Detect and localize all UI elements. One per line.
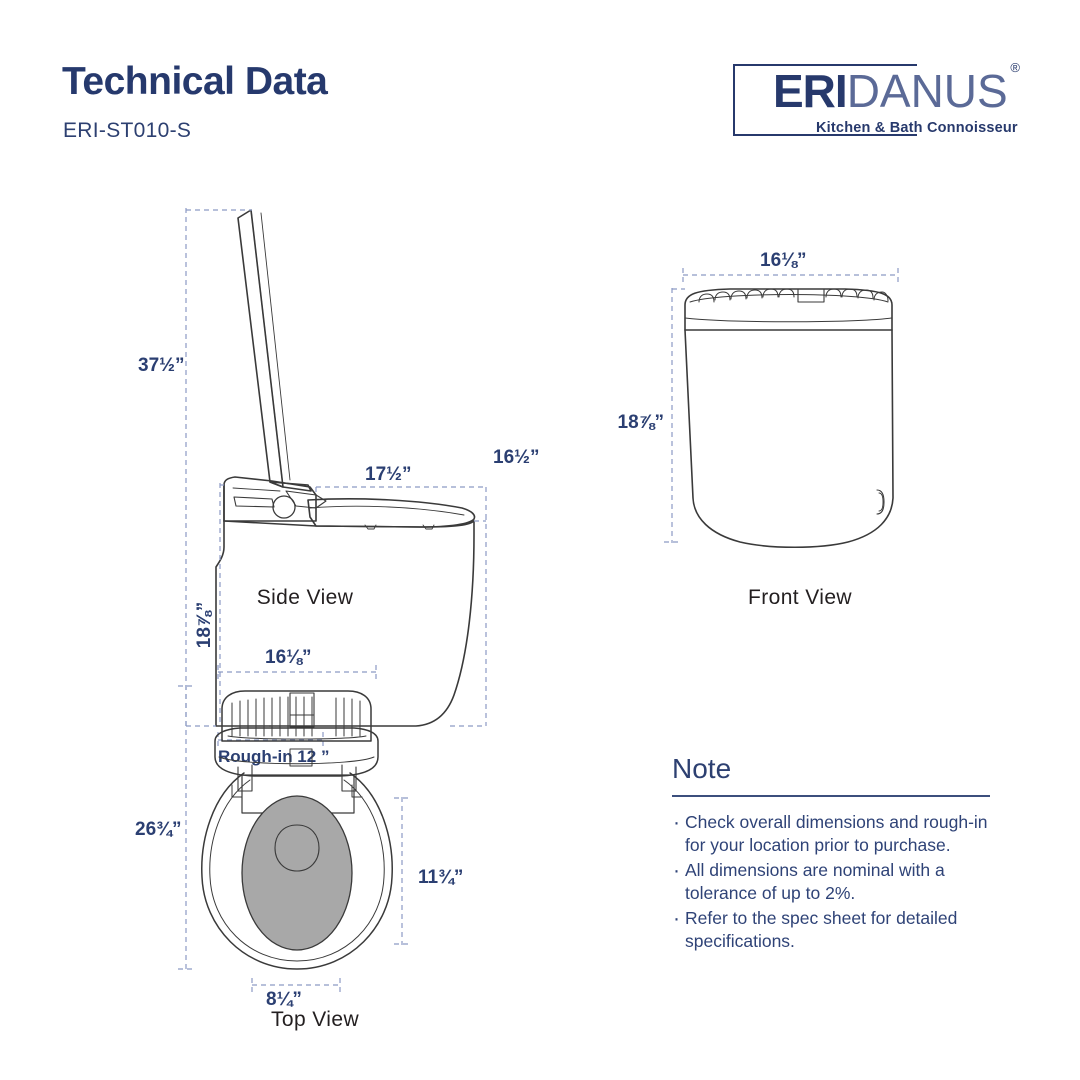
front-view-drawing: 16⅛” 18⅞” [618,250,970,580]
dim-side-overall-height: 37½” [138,355,184,376]
side-view-label: Side View [256,586,354,609]
dim-side-seat-height: 18⅞” [194,602,215,648]
dim-side-seat-depth: 17½” [365,464,411,485]
logo-danus-text: DANUS [846,65,1008,117]
note-title: Note [672,753,732,784]
dim-top-bowl-opening: 11¾” [418,867,463,888]
logo-tagline: Kitchen & Bath Connoisseur [816,120,1018,136]
model-number: ERI-ST010-S [63,119,192,142]
side-view-drawing: 37½” 18⅞” 17½” 16½” Rough-in 12 ” [120,195,539,766]
logo-eri-text: ERI [773,65,848,117]
note-divider [672,795,990,797]
logo-frame [733,64,917,136]
brand-logo: ERIDANUS ® Kitchen & Bath Connoisseur [733,58,1020,144]
dim-front-height: 18⅞” [618,412,664,433]
registered-trademark-icon: ® [1010,60,1020,75]
front-view-label: Front View [748,586,852,609]
note-list: Check overall dimensions and rough-in fo… [672,809,990,954]
dim-top-depth: 26¾” [135,819,181,840]
top-view-drawing: 16⅛” 26¾” 11¾” 8¼” [135,645,480,1010]
dim-top-width: 16⅛” [265,647,311,668]
note-item: Refer to the spec sheet for detailed spe… [672,905,990,953]
dim-side-rough-in: Rough-in 12 ” [218,747,329,766]
note-item: Check overall dimensions and rough-in fo… [672,809,990,857]
logo-wordmark: ERIDANUS [773,68,1008,114]
note-section: Note Check overall dimensions and rough-… [672,755,990,956]
dim-side-bowl-height: 16½” [493,447,539,468]
page-title: Technical Data [62,60,328,103]
note-item: All dimensions are nominal with a tolera… [672,857,990,905]
top-view-label: Top View [270,1008,360,1031]
dim-front-width: 16⅛” [760,250,806,271]
dim-top-front-width: 8¼” [266,989,302,1010]
